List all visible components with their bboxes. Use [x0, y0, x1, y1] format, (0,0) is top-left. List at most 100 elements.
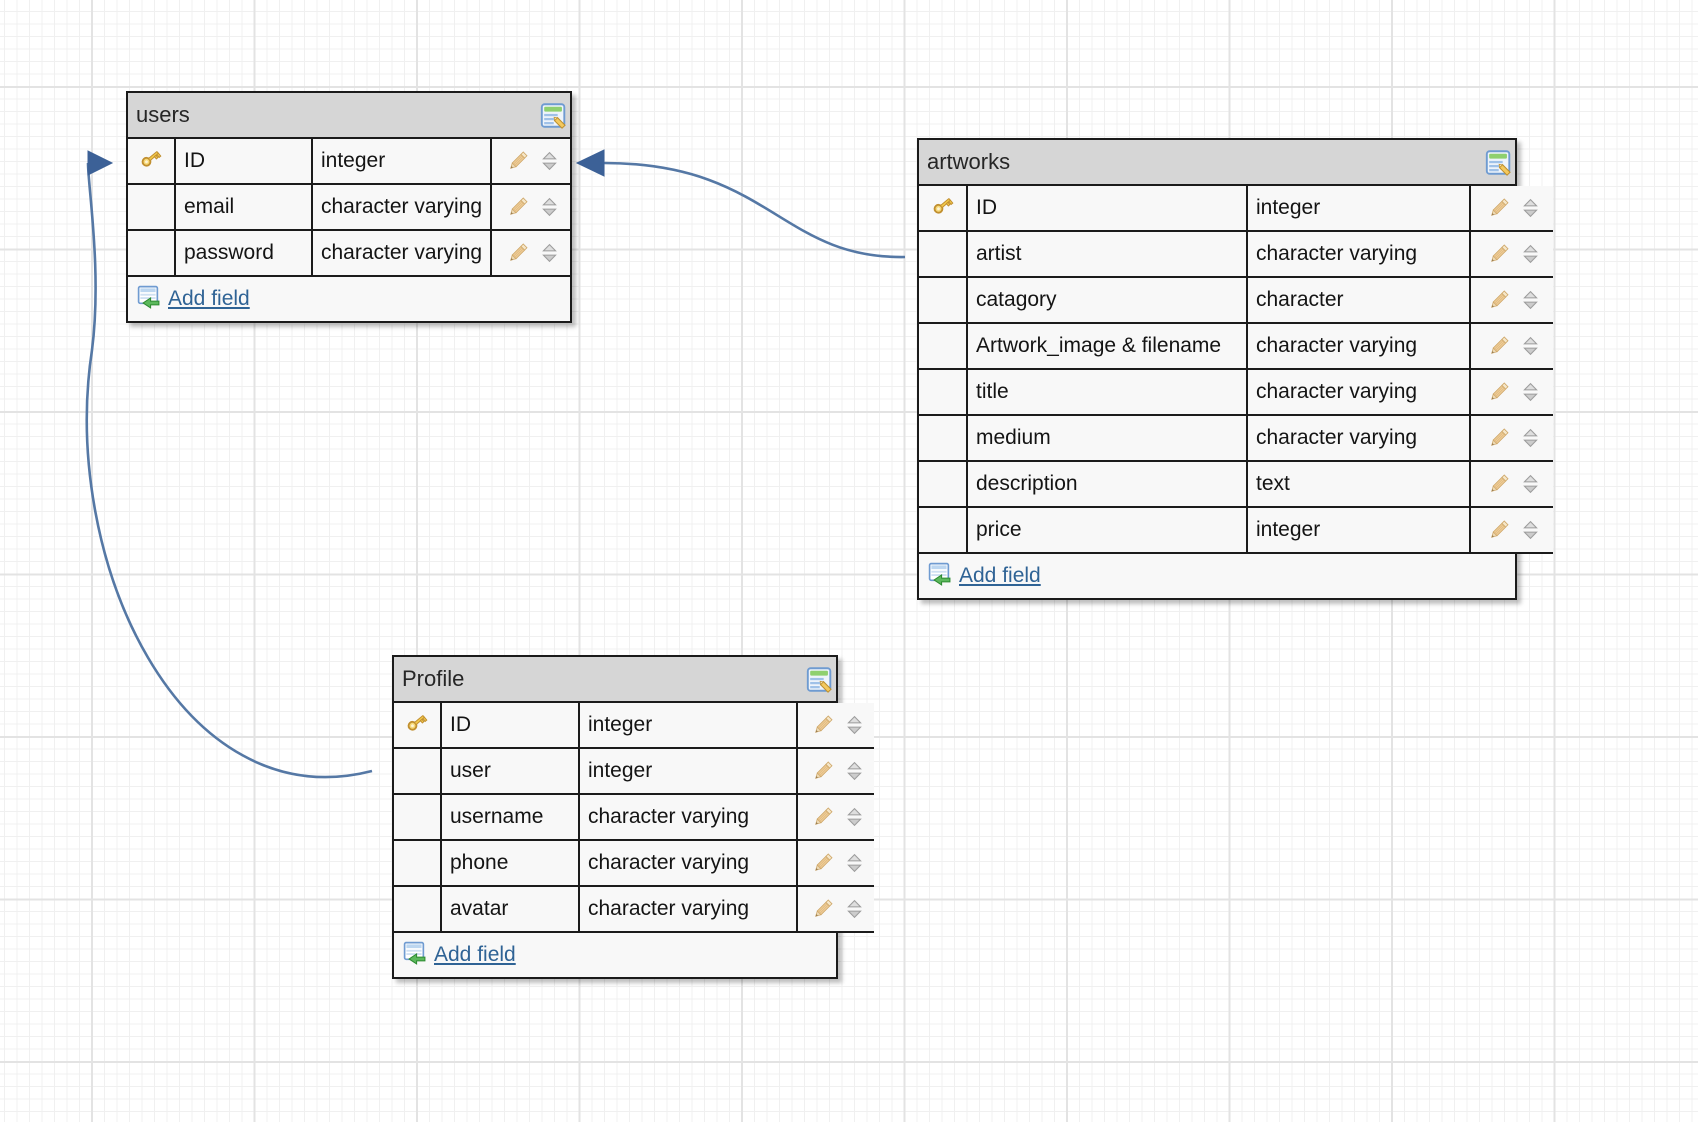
relation-artworks-artist-to-users-id	[603, 161, 906, 259]
field-row[interactable]: ID integer	[394, 703, 874, 749]
reorder-field-arrows-icon[interactable]	[847, 761, 862, 781]
reorder-field-arrows-icon[interactable]	[1523, 382, 1538, 402]
table-profile[interactable]: Profile ID integer	[392, 655, 874, 979]
edit-field-pencil-icon[interactable]	[1487, 518, 1511, 542]
table-title: users	[136, 102, 190, 127]
field-row[interactable]: title character varying	[919, 368, 1553, 416]
field-row[interactable]: avatar character varying	[394, 885, 874, 933]
field-row[interactable]: phone character varying	[394, 839, 874, 887]
reorder-field-arrows-icon[interactable]	[1523, 244, 1538, 264]
edit-field-pencil-icon[interactable]	[811, 851, 835, 875]
table-artworks[interactable]: artworks ID integer	[917, 138, 1553, 600]
table-users[interactable]: users ID integer	[126, 91, 572, 323]
table-title: Profile	[402, 666, 465, 691]
edit-table-icon[interactable]	[805, 666, 832, 693]
edit-field-pencil-icon[interactable]	[811, 713, 835, 737]
reorder-field-arrows-icon[interactable]	[542, 151, 557, 171]
field-row[interactable]: artist character varying	[919, 230, 1553, 278]
edit-field-pencil-icon[interactable]	[1487, 472, 1511, 496]
add-field-table-icon	[927, 561, 952, 591]
field-type: integer	[1246, 506, 1471, 554]
field-type: character varying	[311, 183, 492, 231]
field-row[interactable]: email character varying	[128, 183, 570, 231]
reorder-field-arrows-icon[interactable]	[847, 807, 862, 827]
reorder-field-arrows-icon[interactable]	[1523, 520, 1538, 540]
primary-key-icon	[931, 195, 955, 222]
field-row[interactable]: ID integer	[919, 186, 1553, 232]
field-type: integer	[578, 703, 798, 749]
field-type: text	[1246, 460, 1471, 508]
table-users-header[interactable]: users	[128, 93, 570, 139]
field-type: character varying	[1246, 368, 1471, 416]
field-name: Artwork_image & filename	[966, 322, 1248, 370]
reorder-field-arrows-icon[interactable]	[1523, 336, 1538, 356]
relation-arrowhead-users-id-left	[87, 150, 114, 176]
field-name: ID	[174, 139, 313, 185]
edit-field-pencil-icon[interactable]	[1487, 426, 1511, 450]
field-type: character varying	[1246, 230, 1471, 278]
table-artworks-header[interactable]: artworks	[919, 140, 1515, 186]
field-type: character varying	[578, 839, 798, 887]
field-row[interactable]: catagory character	[919, 276, 1553, 324]
field-type: character	[1246, 276, 1471, 324]
table-profile-header[interactable]: Profile	[394, 657, 836, 703]
field-row[interactable]: password character varying	[128, 229, 570, 277]
add-field-link[interactable]: Add field	[168, 287, 250, 310]
reorder-field-arrows-icon[interactable]	[542, 197, 557, 217]
edit-field-pencil-icon[interactable]	[1487, 288, 1511, 312]
field-row[interactable]: Artwork_image & filename character varyi…	[919, 322, 1553, 370]
field-row[interactable]: medium character varying	[919, 414, 1553, 462]
edit-table-icon[interactable]	[539, 102, 566, 129]
field-row[interactable]: ID integer	[128, 139, 570, 185]
reorder-field-arrows-icon[interactable]	[1523, 198, 1538, 218]
edit-field-pencil-icon[interactable]	[506, 149, 530, 173]
field-name: description	[966, 460, 1248, 508]
edit-field-pencil-icon[interactable]	[811, 759, 835, 783]
field-name: artist	[966, 230, 1248, 278]
field-name: password	[174, 229, 313, 277]
add-field-link[interactable]: Add field	[959, 564, 1041, 587]
edit-field-pencil-icon[interactable]	[1487, 242, 1511, 266]
table-title: artworks	[927, 149, 1011, 174]
reorder-field-arrows-icon[interactable]	[542, 243, 557, 263]
edit-field-pencil-icon[interactable]	[506, 195, 530, 219]
field-row[interactable]: description text	[919, 460, 1553, 508]
reorder-field-arrows-icon[interactable]	[1523, 428, 1538, 448]
field-type: integer	[311, 139, 492, 185]
add-field-table-icon	[136, 284, 161, 314]
field-name: ID	[966, 186, 1248, 232]
reorder-field-arrows-icon[interactable]	[847, 899, 862, 919]
field-name: user	[440, 747, 580, 795]
reorder-field-arrows-icon[interactable]	[847, 853, 862, 873]
edit-field-pencil-icon[interactable]	[1487, 334, 1511, 358]
edit-field-pencil-icon[interactable]	[1487, 196, 1511, 220]
add-field-row[interactable]: Add field	[919, 554, 1515, 598]
reorder-field-arrows-icon[interactable]	[1523, 474, 1538, 494]
field-type: character varying	[311, 229, 492, 277]
edit-table-icon[interactable]	[1484, 149, 1511, 176]
add-field-table-icon	[402, 940, 427, 970]
field-type: character varying	[578, 885, 798, 933]
edit-field-pencil-icon[interactable]	[1487, 380, 1511, 404]
add-field-row[interactable]: Add field	[394, 933, 836, 977]
field-name: title	[966, 368, 1248, 416]
reorder-field-arrows-icon[interactable]	[847, 715, 862, 735]
reorder-field-arrows-icon[interactable]	[1523, 290, 1538, 310]
field-row[interactable]: username character varying	[394, 793, 874, 841]
edit-field-pencil-icon[interactable]	[811, 897, 835, 921]
relation-arrowhead-users-id-right	[575, 149, 605, 177]
field-type: integer	[1246, 186, 1471, 232]
field-type: character varying	[1246, 322, 1471, 370]
edit-field-pencil-icon[interactable]	[811, 805, 835, 829]
edit-field-pencil-icon[interactable]	[506, 241, 530, 265]
field-name: price	[966, 506, 1248, 554]
add-field-link[interactable]: Add field	[434, 943, 516, 966]
field-type: character varying	[1246, 414, 1471, 462]
field-name: email	[174, 183, 313, 231]
field-row[interactable]: user integer	[394, 747, 874, 795]
field-row[interactable]: price integer	[919, 506, 1553, 554]
primary-key-icon	[139, 148, 163, 175]
field-name: ID	[440, 703, 580, 749]
add-field-row[interactable]: Add field	[128, 277, 570, 321]
